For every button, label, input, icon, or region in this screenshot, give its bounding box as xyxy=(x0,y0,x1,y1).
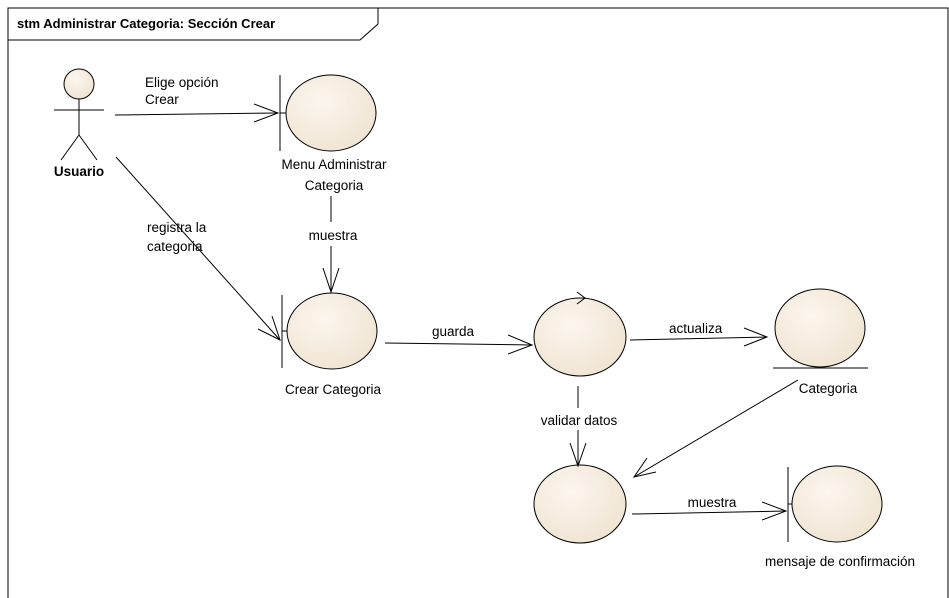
connector-elige-opcion[interactable]: Elige opción Crear xyxy=(114,75,280,123)
actor-usuario[interactable]: Usuario xyxy=(54,68,104,179)
boundary-mensaje-label: mensaje de confirmación xyxy=(765,554,915,569)
connector-elige-label-line1: Elige opción xyxy=(145,75,219,90)
entity-icon xyxy=(773,288,868,369)
connector-validar-datos[interactable]: validar datos xyxy=(541,386,618,468)
connector-actualiza[interactable]: actualiza xyxy=(629,321,769,347)
connector-categoria-validar[interactable] xyxy=(632,379,799,478)
boundary-menu-administrar-categoria[interactable]: Menu Administrar Categoria xyxy=(279,74,387,193)
connector-registra[interactable]: registra la categoria xyxy=(115,156,281,341)
boundary-crear-label: Crear Categoria xyxy=(285,382,382,397)
boundary-menu-label-line1: Menu Administrar xyxy=(281,157,387,172)
connector-muestra-mensaje-label: muestra xyxy=(688,495,737,510)
diagram-frame: stm Administrar Categoria: Sección Crear xyxy=(7,7,949,598)
actor-label: Usuario xyxy=(54,164,104,179)
boundary-mensaje-confirmacion[interactable]: mensaje de confirmación xyxy=(765,465,915,569)
connector-actualiza-label: actualiza xyxy=(669,321,723,336)
arrowhead-icon xyxy=(743,327,769,347)
connector-guarda-label: guarda xyxy=(432,324,475,339)
boundary-icon xyxy=(279,74,377,152)
connector-muestra-mensaje[interactable]: muestra xyxy=(631,495,788,521)
arrowhead-icon xyxy=(632,457,657,478)
control-icon xyxy=(533,464,627,544)
connector-muestra-menu-label: muestra xyxy=(309,228,358,243)
connector-registra-label-line2: categoria xyxy=(147,239,203,254)
connector-validar-label: validar datos xyxy=(541,413,618,428)
entity-categoria-label: Categoria xyxy=(799,381,858,396)
arrowhead-icon xyxy=(569,442,587,468)
connector-muestra-menu[interactable]: muestra xyxy=(309,196,358,294)
arrowhead-icon xyxy=(322,267,340,294)
boundary-menu-label-line2: Categoria xyxy=(305,178,364,193)
connector-guarda[interactable]: guarda xyxy=(384,324,534,355)
entity-categoria[interactable]: Categoria xyxy=(773,288,868,396)
boundary-icon xyxy=(787,465,883,543)
control-icon xyxy=(533,291,627,377)
connector-registra-label-line1: registra la xyxy=(147,220,207,235)
diagram-title: stm Administrar Categoria: Sección Crear xyxy=(17,16,275,31)
boundary-icon xyxy=(281,292,378,370)
connector-elige-label-line2: Crear xyxy=(145,92,179,107)
boundary-crear-categoria[interactable]: Crear Categoria xyxy=(281,292,382,397)
actor-stick-figure-icon xyxy=(54,68,104,161)
arrowhead-icon xyxy=(253,103,280,123)
arrowhead-icon xyxy=(507,334,534,355)
control-validar[interactable] xyxy=(533,464,627,544)
control-guardar[interactable] xyxy=(533,291,627,377)
arrowhead-icon xyxy=(257,315,281,341)
arrowhead-icon xyxy=(761,501,788,521)
